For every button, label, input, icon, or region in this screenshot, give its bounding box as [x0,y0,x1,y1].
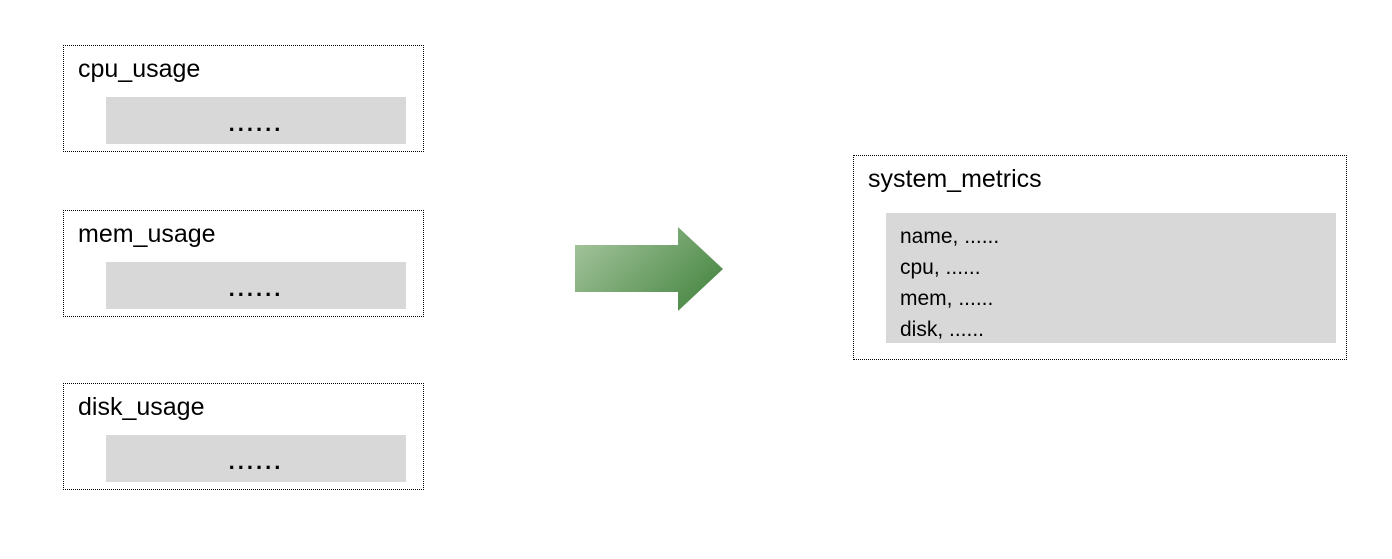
source-table-mem-usage: mem_usage ...... [63,210,424,317]
ellipsis-placeholder: ...... [228,448,284,474]
table-body: ...... [106,262,406,309]
source-table-cpu-usage: cpu_usage ...... [63,45,424,152]
source-table-disk-usage: disk_usage ...... [63,383,424,490]
table-title: mem_usage [78,220,216,248]
table-title: disk_usage [78,393,205,421]
column-row-cpu: cpu, ...... [900,256,981,279]
column-row-disk: disk, ...... [900,318,985,341]
result-table-system-metrics: system_metrics name, ...... cpu, ...... … [853,155,1347,360]
table-title: cpu_usage [78,55,201,83]
column-row-name: name, ...... [900,225,1000,248]
table-body: ...... [106,97,406,144]
ellipsis-placeholder: ...... [228,110,284,136]
right-arrow-icon [575,227,723,311]
table-body: name, ...... cpu, ...... mem, ...... dis… [886,213,1336,343]
column-row-mem: mem, ...... [900,287,994,310]
table-body: ...... [106,435,406,482]
ellipsis-placeholder: ...... [228,275,284,301]
table-title: system_metrics [868,165,1042,193]
